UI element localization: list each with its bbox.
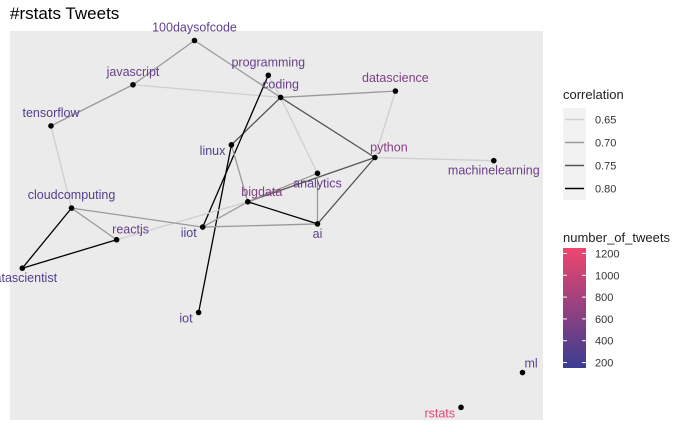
chart-title: #rstats Tweets: [10, 4, 120, 23]
node-label: python: [370, 141, 408, 155]
node-machinelearning: [491, 157, 497, 164]
edge-bigdata-ai: [247, 201, 318, 225]
node-label: rstats: [424, 406, 455, 420]
legend-label-tweets: 1200: [595, 248, 619, 260]
edge-javascript-tensorflow: [50, 84, 134, 127]
edge-programming-iiot: [202, 75, 269, 228]
legend-label-correlation: 0.75: [595, 161, 616, 173]
node-ai: [314, 221, 321, 227]
node-label: analytics: [293, 176, 342, 190]
node-javascript: [130, 81, 136, 88]
legend-title-correlation: correlation: [563, 87, 624, 102]
edge-python-bigdata: [247, 156, 376, 203]
node-label: tensorflow: [23, 106, 81, 120]
edge-coding-python: [280, 96, 376, 159]
node-100daysofcode: [191, 37, 198, 44]
edge-javascript-coding: [132, 84, 281, 99]
legend-label-correlation: 0.80: [595, 184, 616, 196]
node-python: [372, 154, 378, 161]
node-label: datascientist: [0, 271, 58, 285]
node-coding: [277, 94, 284, 101]
node-label: ai: [313, 227, 323, 241]
edge-coding-analytics: [280, 97, 319, 174]
legend-label-tweets: 1000: [595, 270, 619, 282]
node-bigdata: [245, 198, 251, 205]
node-tensorflow: [48, 123, 54, 129]
node-reactjs: [113, 236, 120, 243]
edge-linux-bigdata: [230, 144, 249, 202]
node-datascience: [392, 88, 399, 94]
edge-100daysofcode-javascript: [132, 39, 195, 86]
edge-tensorflow-cloudcomputing: [50, 125, 73, 209]
legend-label-tweets: 400: [595, 336, 613, 348]
node-programming: [265, 72, 272, 79]
edge-bigdata-reactjs: [116, 201, 248, 241]
legend-label-correlation: 0.65: [595, 115, 616, 127]
node-datascientist: [19, 265, 26, 271]
legend-label-tweets: 800: [595, 292, 613, 304]
edge-python-ai: [317, 157, 376, 225]
node-label: datascience: [362, 71, 429, 85]
node-label: cloudcomputing: [28, 188, 116, 202]
edge-cloudcomputing-iiot: [71, 207, 203, 228]
node-iot: [195, 309, 202, 316]
legend-label-tweets: 200: [595, 358, 613, 370]
node-rstats: [458, 404, 464, 411]
node-label: 100daysofcode: [152, 20, 237, 34]
edge-bigdata-iiot: [202, 201, 249, 228]
node-label: linux: [200, 144, 226, 158]
node-label: bigdata: [241, 185, 282, 199]
edge-coding-datascience: [280, 90, 396, 99]
node-ml: [519, 369, 526, 376]
node-linux: [228, 142, 235, 148]
edge-cloudcomputing-datascientist: [21, 207, 73, 269]
legend-label-correlation: 0.70: [595, 138, 616, 150]
edge-python-machinelearning: [374, 156, 494, 162]
node-label: ml: [525, 357, 538, 371]
legend-label-tweets: 600: [595, 314, 613, 326]
edge-programming-coding: [267, 74, 282, 98]
edge-datascience-python: [374, 90, 397, 158]
edge-reactjs-datascientist: [22, 239, 117, 269]
node-analytics: [314, 170, 321, 177]
edge-linux-iot: [197, 144, 233, 313]
node-iiot: [199, 224, 206, 230]
edge-100daysofcode-coding: [194, 39, 281, 98]
node-label: iot: [179, 311, 193, 325]
node-label: iiot: [181, 226, 198, 240]
node-label: machinelearning: [448, 164, 540, 178]
edge-ai-iiot: [202, 223, 318, 228]
edge-analytics-bigdata: [247, 172, 318, 203]
node-label: programming: [231, 55, 305, 69]
legend-colorbar-tweets: [563, 248, 586, 368]
node-label: javascript: [106, 65, 160, 79]
edge-cloudcomputing-reactjs: [71, 207, 117, 241]
node-label: reactjs: [112, 223, 149, 237]
edge-coding-linux: [230, 96, 282, 146]
node-cloudcomputing: [68, 205, 75, 211]
node-label: coding: [262, 77, 299, 91]
legend-title-tweets: number_of_tweets: [563, 230, 670, 245]
